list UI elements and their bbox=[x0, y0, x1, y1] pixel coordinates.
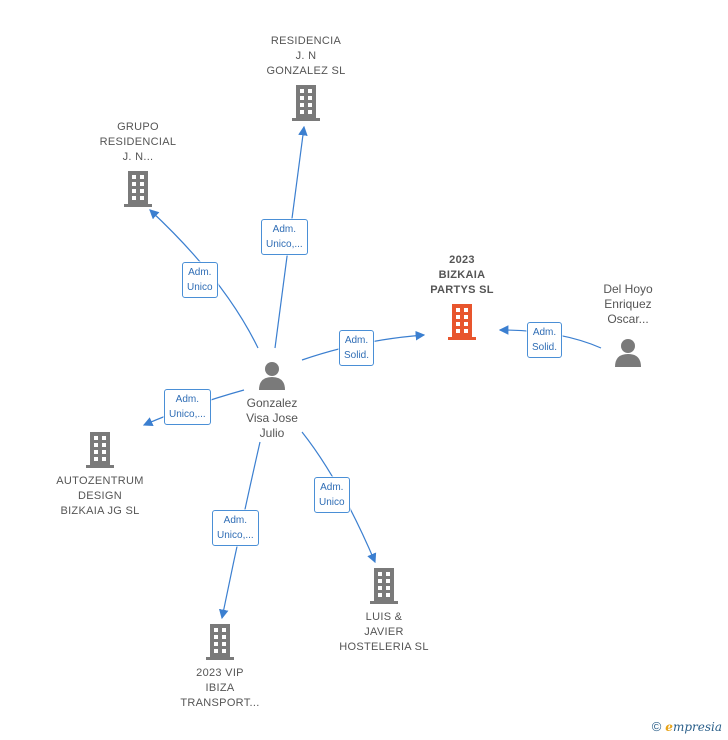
node-label: LUIS & JAVIER HOSTELERIA SL bbox=[339, 611, 429, 653]
building-icon bbox=[124, 171, 152, 207]
copyright-icon: © bbox=[651, 719, 662, 734]
node-label: Del Hoyo Enriquez Oscar... bbox=[603, 282, 653, 326]
node-delhoyo[interactable]: Del Hoyo Enriquez Oscar... bbox=[578, 282, 678, 367]
footer-brand: © empresia bbox=[652, 719, 722, 734]
brand-initial: e bbox=[665, 719, 673, 734]
node-label: 2023 BIZKAIA PARTYS SL bbox=[430, 254, 494, 296]
person-icon bbox=[615, 339, 641, 367]
node-label: RESIDENCIA J. N GONZALEZ SL bbox=[266, 35, 346, 77]
building-icon bbox=[448, 304, 476, 340]
edge-label-autozentrum[interactable]: Adm. Unico,... bbox=[164, 389, 211, 425]
edge-label-residencia[interactable]: Adm. Unico,... bbox=[261, 219, 308, 255]
person-icon bbox=[259, 362, 285, 390]
edge-label-bizkaia[interactable]: Adm. Solid. bbox=[339, 330, 375, 366]
node-residencia[interactable]: RESIDENCIA J. N GONZALEZ SL bbox=[245, 34, 367, 121]
node-label: 2023 VIP IBIZA TRANSPORT... bbox=[180, 667, 260, 709]
edge-label-delhoyo[interactable]: Adm. Solid. bbox=[527, 322, 563, 358]
edge-label-grupo[interactable]: Adm. Unico bbox=[182, 262, 218, 298]
node-label: AUTOZENTRUM DESIGN BIZKAIA JG SL bbox=[56, 475, 144, 517]
building-icon bbox=[370, 568, 398, 604]
brand-logo[interactable]: empresia bbox=[665, 720, 722, 734]
building-icon bbox=[206, 624, 234, 660]
node-luis[interactable]: LUIS & JAVIER HOSTELERIA SL bbox=[324, 568, 444, 655]
node-bizkaia[interactable]: 2023 BIZKAIA PARTYS SL bbox=[402, 253, 522, 340]
edge-label-vip[interactable]: Adm. Unico,... bbox=[212, 510, 259, 546]
node-center[interactable]: Gonzalez Visa Jose Julio bbox=[222, 360, 322, 441]
building-icon bbox=[86, 432, 114, 468]
brand-name: mpresia bbox=[672, 719, 722, 734]
node-autozentrum[interactable]: AUTOZENTRUM DESIGN BIZKAIA JG SL bbox=[40, 432, 160, 519]
node-label: Gonzalez Visa Jose Julio bbox=[246, 396, 298, 440]
building-icon bbox=[292, 85, 320, 121]
node-grupo[interactable]: GRUPO RESIDENCIAL J. N... bbox=[78, 120, 198, 207]
edge-label-luis[interactable]: Adm. Unico bbox=[314, 477, 350, 513]
node-label: GRUPO RESIDENCIAL J. N... bbox=[99, 121, 177, 163]
node-vip[interactable]: 2023 VIP IBIZA TRANSPORT... bbox=[160, 624, 280, 711]
